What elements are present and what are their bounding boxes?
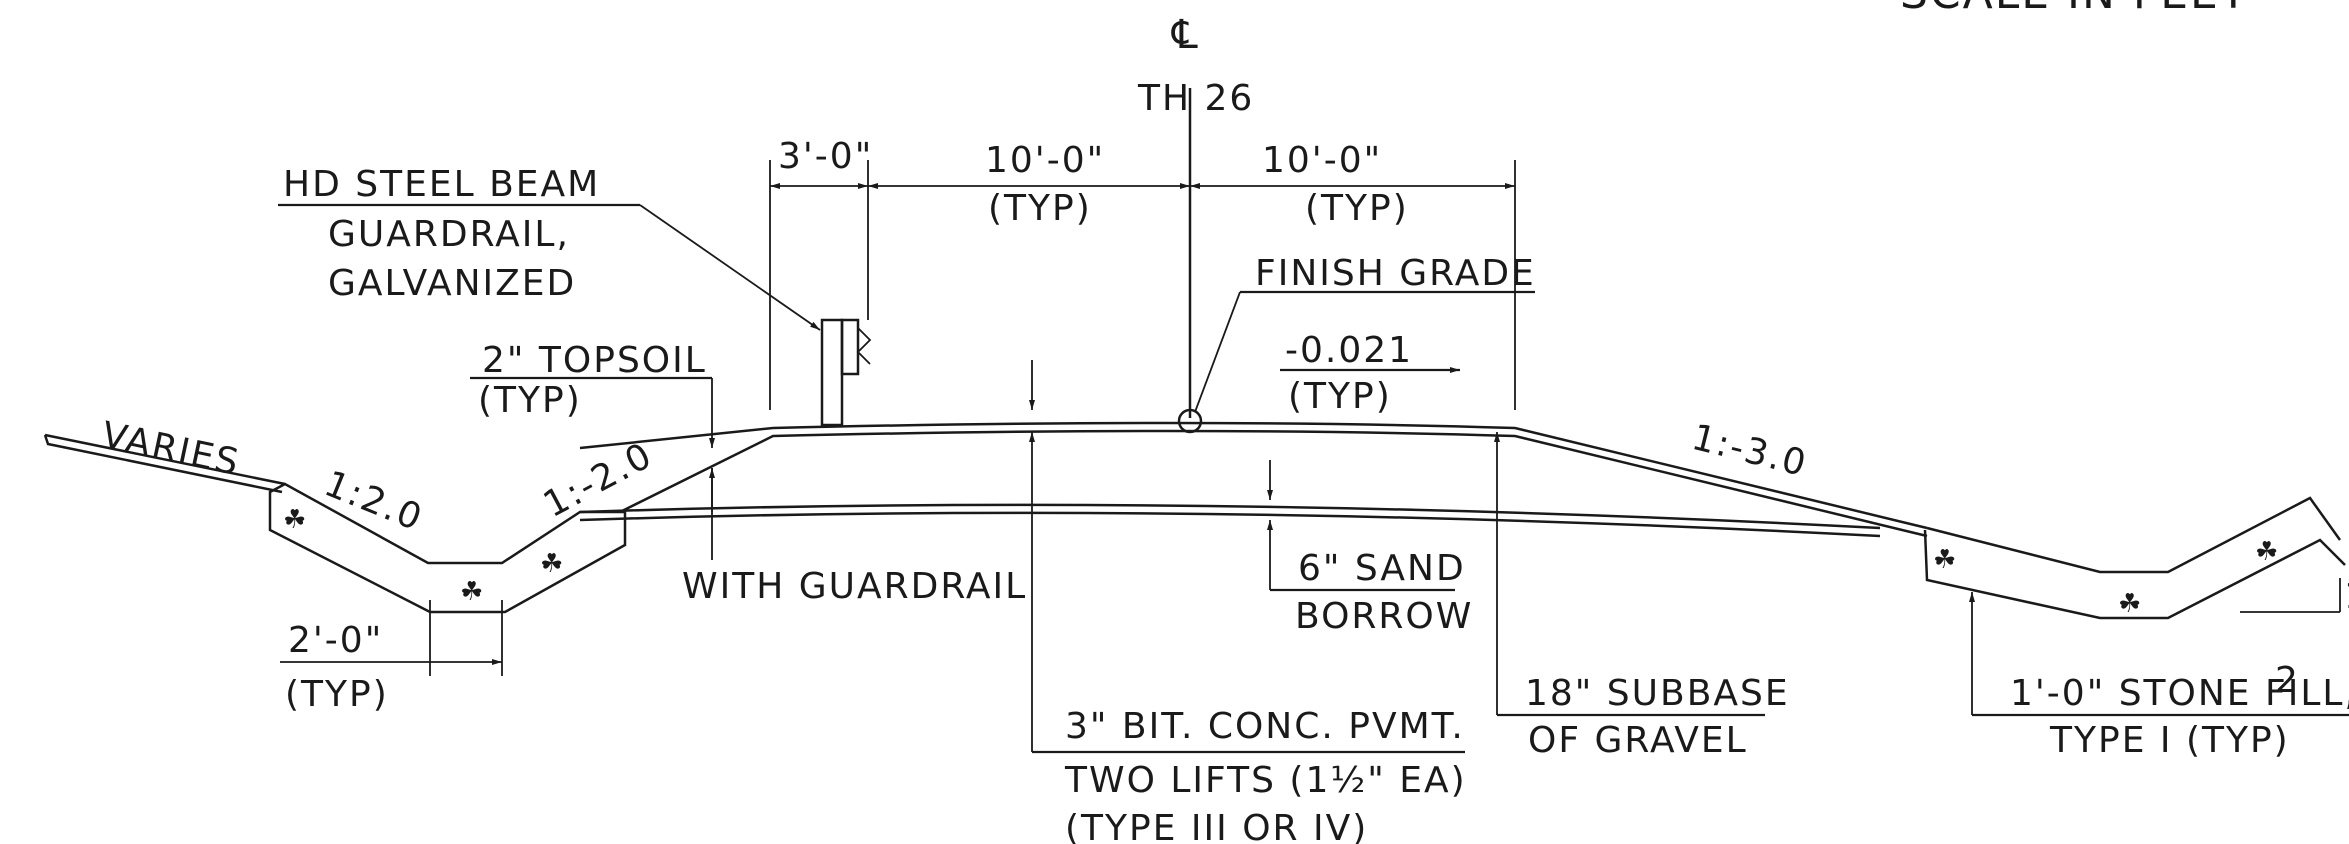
sand-label-2: BORROW — [1295, 596, 1473, 637]
guardrail-label-3: GALVANIZED — [328, 263, 576, 304]
slope-ratio-bottom: 2 — [2275, 660, 2300, 701]
slope-ratio-top: 1 — [2344, 576, 2349, 617]
with-guardrail-label: WITH GUARDRAIL — [682, 566, 1027, 607]
stone-fill-callout: 1'-0" STONE FILL, TYPE I (TYP) — [1969, 592, 2349, 761]
cross-slope-label: -0.021 — [1285, 330, 1413, 371]
left-ditch: ☘ ☘ ☘ VARIES 1:2.0 1:-2.0 — [43, 415, 660, 614]
finish-grade-label: FINISH GRADE — [1255, 253, 1536, 294]
ditch-width-label: 2'-0" — [288, 620, 383, 661]
topsoil-callout: 2" TOPSOIL (TYP) WITH GUARDRAIL — [470, 340, 1027, 607]
stone-symbol: ☘ — [540, 549, 565, 579]
dimensions-top: 3'-0" 10'-0" (TYP) 10'-0" (TYP) — [769, 136, 1516, 410]
guardrail-post — [820, 318, 872, 427]
stone-symbol: ☘ — [1933, 545, 1958, 575]
topsoil-label-1: 2" TOPSOIL — [482, 340, 707, 381]
ditch-width-typ: (TYP) — [285, 674, 389, 715]
finish-grade-point — [1177, 408, 1203, 434]
subbase-label-1: 18" SUBBASE — [1525, 673, 1790, 714]
dim-3ft: 3'-0" — [778, 136, 873, 177]
topsoil-label-2: (TYP) — [478, 380, 582, 421]
dim-10ft-left-typ: (TYP) — [988, 188, 1092, 229]
stone-label-2: TYPE I (TYP) — [2049, 720, 2290, 761]
pvmt-label-3: (TYPE III OR IV) — [1065, 808, 1368, 844]
road-section — [579, 408, 1928, 538]
guardrail-label-1: HD STEEL BEAM — [283, 164, 600, 205]
guardrail-label-2: GUARDRAIL, — [328, 214, 570, 255]
stone-label-1: 1'-0" STONE FILL, — [2010, 673, 2349, 714]
subbase-label-2: OF GRAVEL — [1528, 720, 1748, 761]
varies-label: VARIES — [98, 415, 244, 484]
slope-left-outer: 1:2.0 — [319, 463, 429, 539]
dim-10ft-left: 10'-0" — [985, 140, 1105, 181]
dim-10ft-right-typ: (TYP) — [1305, 188, 1409, 229]
sand-label-1: 6" SAND — [1298, 548, 1466, 589]
finish-grade-callout: FINISH GRADE -0.021 (TYP) — [1194, 253, 1536, 417]
centerline-symbol: ℄ — [1171, 12, 1200, 58]
sand-callout: 6" SAND BORROW — [1267, 460, 1473, 637]
stone-symbol: ☘ — [460, 577, 485, 607]
subbase-callout: 18" SUBBASE OF GRAVEL — [1494, 432, 1790, 761]
centerline-label: TH 26 — [1137, 78, 1254, 119]
stone-symbol: ☘ — [283, 505, 308, 535]
centerline: ℄ TH 26 — [1137, 12, 1254, 418]
pvmt-label-1: 3" BIT. CONC. PVMT. — [1065, 706, 1465, 747]
right-ditch: ☘ ☘ ☘ 1:-3.0 1 2 — [1688, 417, 2349, 701]
stone-symbol: ☘ — [2118, 589, 2143, 619]
scale-title: SCALE IN FEET — [1900, 0, 2249, 19]
guardrail-callout: HD STEEL BEAM GUARDRAIL, GALVANIZED — [278, 164, 821, 331]
dim-10ft-right: 10'-0" — [1262, 140, 1382, 181]
ditch-width-dim: 2'-0" (TYP) — [280, 600, 503, 715]
pavement-callout: 3" BIT. CONC. PVMT. TWO LIFTS (1½" EA) (… — [1029, 360, 1467, 844]
cross-slope-typ: (TYP) — [1288, 376, 1392, 417]
stone-symbol: ☘ — [2255, 537, 2280, 567]
pvmt-label-2: TWO LIFTS (1½" EA) — [1064, 760, 1467, 801]
